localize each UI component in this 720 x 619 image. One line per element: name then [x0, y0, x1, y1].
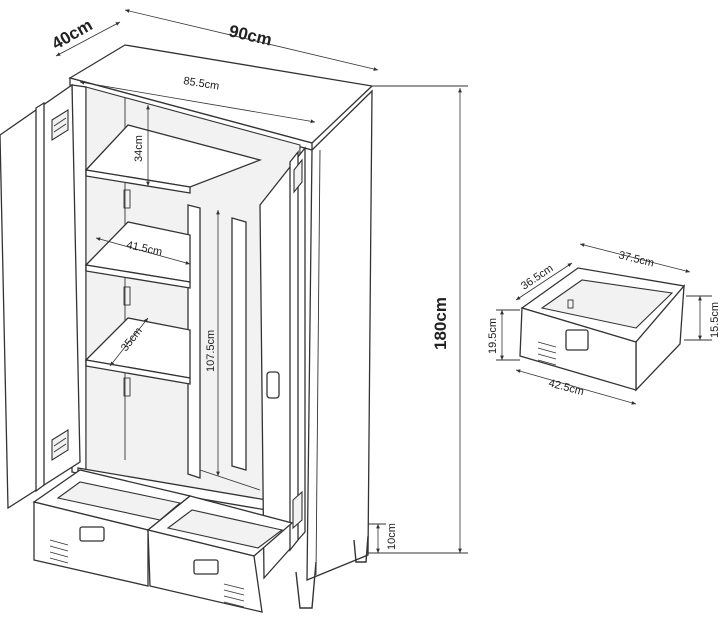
right-door-vent-top [293, 158, 303, 194]
cabinet-side-panel [306, 89, 373, 581]
leg-height-label: 10cm [386, 523, 398, 550]
right-door [259, 146, 306, 580]
drawer-vent [223, 583, 245, 608]
drawer-outer-width-label: 42.5cm [547, 377, 585, 398]
drawer-detail-drawing: 37.5cm 36.5cm 19.5cm 15.5cm 42.5cm [487, 243, 720, 405]
cabinet-divider [187, 204, 201, 479]
inner-width-label: 85.5cm [183, 75, 221, 92]
drawer-inner-height-label: 15.5cm [709, 302, 720, 338]
shelf-pegs [123, 189, 131, 397]
cabinet-width-label: 90cm [227, 21, 274, 49]
hanging-height-label: 107.5cm [205, 330, 217, 372]
shelf [85, 169, 191, 194]
drawer-handle [79, 526, 105, 542]
door-handle [266, 371, 280, 399]
left-door-vent-bottom [51, 429, 69, 461]
drawer-outer-height-label: 19.5cm [487, 318, 499, 354]
shelf [85, 359, 191, 385]
cabinet-dimension-lines [55, 9, 468, 554]
shelf [85, 264, 191, 289]
drawer-vent [49, 539, 69, 564]
drawer-front-handle [565, 329, 589, 351]
cabinet-legs [295, 535, 369, 609]
hanging-compartment-wall [231, 217, 247, 471]
right-door-vent-bottom [292, 490, 303, 530]
drawer-inner-width-label: 37.5cm [617, 249, 655, 269]
drawer-front-vent [537, 341, 557, 366]
shelf-gap-label: 34cm [133, 135, 145, 162]
left-door-vent-top [51, 109, 69, 141]
drawer-handle [193, 559, 219, 575]
left-door [0, 83, 81, 510]
cabinet-drawing: 90cm 40cm 180cm 85.5cm 34cm 41.5cm 35cm … [0, 9, 468, 613]
right-drawer [146, 495, 294, 613]
cabinet-height-label: 180cm [431, 297, 450, 350]
